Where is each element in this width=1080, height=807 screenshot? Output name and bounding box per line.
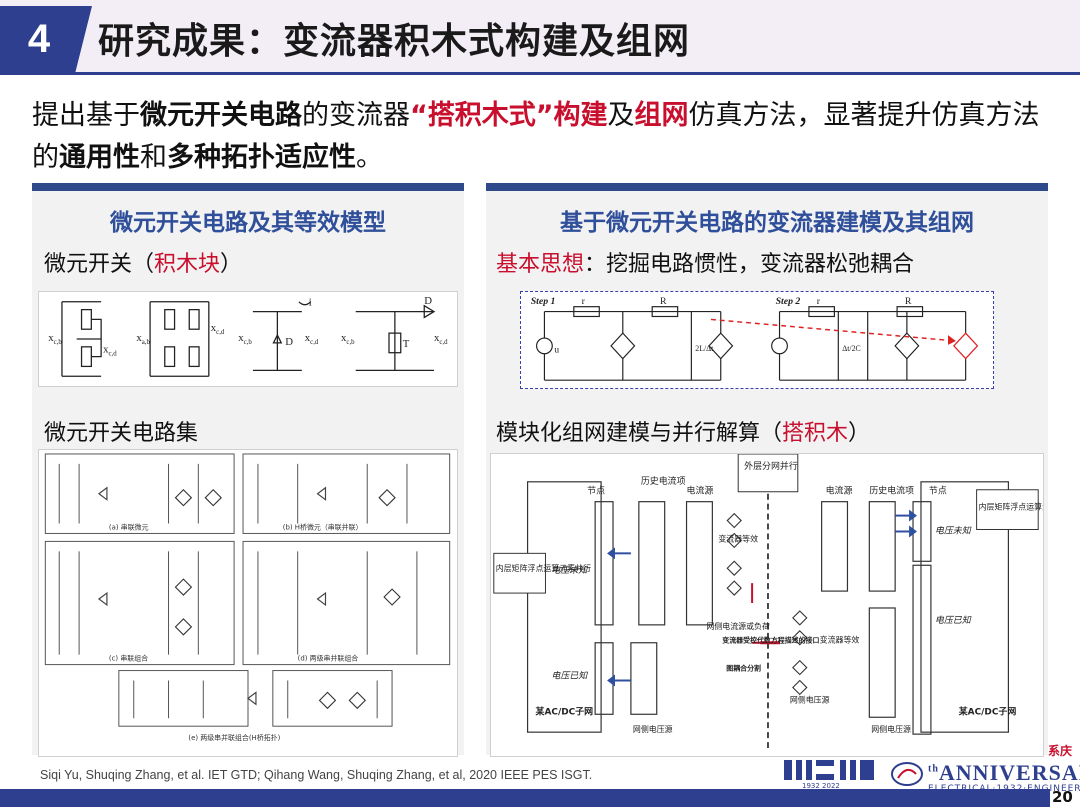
outer-parallel-label: 外层分网并行 <box>744 460 798 472</box>
micro-switch-diagram: xc,b xc,d xa,b xc,d xc,b D i xc,d xc,b T… <box>48 295 448 377</box>
svg-text:电压未知: 电压未知 <box>551 565 588 576</box>
svg-text:电流源: 电流源 <box>826 485 853 497</box>
caption-c: (c) 串联组合 <box>109 654 148 663</box>
svg-text:r: r <box>582 296 586 307</box>
svg-text:变流器等效: 变流器等效 <box>820 635 860 645</box>
svg-text:xc,d: xc,d <box>305 332 319 346</box>
caption-d: (d) 两级串并联组合 <box>298 654 359 663</box>
intro-keyword: 微元开关电路 <box>140 100 302 131</box>
svg-text:电流源: 电流源 <box>687 485 714 497</box>
slide-title: 研究成果：变流器积木式构建及组网 <box>98 21 691 62</box>
circuit-set-figure: (a) 串联微元 (b) H桥微元（串联并联） (c) 串联组合 (d) 两级串… <box>38 449 458 757</box>
step-circuit-figure: Step 1 Step 2 r R r R u 2L/Δt Δt/2C <box>520 291 994 389</box>
intro-text: 。 <box>356 142 383 173</box>
left-panel-title: 微元开关电路及其等效模型 <box>110 210 386 236</box>
svg-text:D: D <box>285 336 293 348</box>
bottom-bar <box>0 789 1050 807</box>
intro-text: 仿真方法，显著提升仿真方法的 <box>32 100 1040 173</box>
svg-text:u: u <box>554 345 559 356</box>
svg-text:2L/Δt: 2L/Δt <box>695 344 714 353</box>
intro-keyword-red: “搭积木式” <box>410 100 554 131</box>
svg-text:电压已知: 电压已知 <box>551 671 588 682</box>
intro-keyword-red: 组网 <box>634 100 689 131</box>
svg-text:图耦合分割: 图耦合分割 <box>726 664 761 673</box>
svg-text:电压已知: 电压已知 <box>935 615 972 626</box>
network-model-figure: 外层分网并行 历史电流项 电流源 节点 电压未知 电压已知 变流器等效 网侧电流… <box>490 453 1044 757</box>
slide-header: 4 研究成果：变流器积木式构建及组网 <box>0 0 1080 75</box>
label-xcb: xc,b <box>48 332 62 346</box>
section-number-tab: 4 <box>0 6 92 72</box>
right-panel-title: 基于微元开关电路的变流器建模及其组网 <box>560 210 974 236</box>
svg-text:电压未知: 电压未知 <box>935 525 972 536</box>
caption-e: (e) 两级串并联组合(H桥拓扑) <box>188 733 280 742</box>
dept-fragment: 系庆 <box>1048 744 1073 758</box>
svg-text:网侧电流源或负荷: 网侧电流源或负荷 <box>706 621 770 631</box>
caption-a: (a) 串联微元 <box>109 522 149 531</box>
svg-text:网侧电压源: 网侧电压源 <box>633 724 673 734</box>
svg-text:r: r <box>817 296 821 307</box>
svg-text:R: R <box>905 296 912 307</box>
intro-statement: 提出基于微元开关电路的变流器“搭积木式”构建及组网仿真方法，显著提升仿真方法的通… <box>32 95 1062 179</box>
svg-text:T: T <box>403 338 410 350</box>
circuit-set-heading: 微元开关电路集 <box>44 421 199 446</box>
intro-text: 的变流器 <box>302 100 410 131</box>
anniversary-emblem-icon <box>890 760 924 788</box>
svg-text:历史电流项: 历史电流项 <box>869 485 914 497</box>
svg-text:节点: 节点 <box>587 486 605 497</box>
svg-text:xc,b: xc,b <box>341 332 355 346</box>
page-number: 20 <box>1052 788 1073 806</box>
svg-text:xc,d: xc,d <box>434 332 448 346</box>
network-model-diagram: 外层分网并行 历史电流项 电流源 节点 电压未知 电压已知 变流器等效 网侧电流… <box>493 454 1043 749</box>
modular-network-heading: 模块化组网建模与并行解算（搭积木） <box>496 421 871 446</box>
citation: Siqi Yu, Shuqing Zhang, et al. IET GTD; … <box>40 768 593 782</box>
anniversary-logo-graphic: 1932 2022 <box>780 756 880 790</box>
circuit-set-diagram: (a) 串联微元 (b) H桥微元（串联并联） (c) 串联组合 (d) 两级串… <box>44 453 451 742</box>
section-number: 4 <box>27 16 51 61</box>
intro-keyword-red: 构建 <box>553 100 608 131</box>
svg-text:网侧电压源: 网侧电压源 <box>871 724 911 734</box>
intro-text: 及 <box>607 100 635 131</box>
interface-label: 变流器受控代数方程描述的接口 <box>722 636 819 645</box>
micro-switch-heading: 微元开关（积木块） <box>44 252 243 277</box>
intro-text: 和 <box>140 142 167 173</box>
svg-text:D: D <box>424 295 432 307</box>
inner-parallel-label-right: 内层矩阵浮点运算元素并行 <box>979 502 1043 512</box>
svg-text:xa,b: xa,b <box>136 332 150 346</box>
step-circuit-diagram: Step 1 Step 2 r R r R u 2L/Δt Δt/2C <box>531 296 979 381</box>
svg-text:xc,b: xc,b <box>238 332 252 346</box>
svg-text:R: R <box>660 296 667 307</box>
svg-text:xc,d: xc,d <box>103 344 117 358</box>
step2-label: Step 2 <box>776 296 801 307</box>
caption-b: (b) H桥微元（串联并联） <box>283 522 363 531</box>
subnet-label-left: 某AC/DC子网 <box>536 705 594 717</box>
inner-parallel-label-left: 内层矩阵浮点运算元素并行 <box>496 563 591 573</box>
intro-text: 提出基于 <box>32 100 140 131</box>
micro-switch-figure: xc,b xc,d xa,b xc,d xc,b D i xc,d xc,b T… <box>38 291 458 387</box>
basic-idea-heading: 基本思想：挖掘电路惯性，变流器松弛耦合 <box>496 252 915 277</box>
header-divider <box>0 72 1080 75</box>
intro-keyword: 通用性 <box>59 142 140 173</box>
left-panel: 微元开关电路及其等效模型 微元开关（积木块） <box>32 183 464 757</box>
svg-text:xc,d: xc,d <box>211 322 225 336</box>
svg-text:节点: 节点 <box>929 486 947 497</box>
svg-text:网侧电压源: 网侧电压源 <box>790 694 830 704</box>
hist-current-label: 历史电流项 <box>641 475 686 487</box>
logo-years: 1932 2022 <box>802 782 840 790</box>
svg-text:Δt/2C: Δt/2C <box>842 344 861 353</box>
right-panel: 基于微元开关电路的变流器建模及其组网 基本思想：挖掘电路惯性，变流器松弛耦合 <box>486 183 1048 757</box>
step1-label: Step 1 <box>531 296 556 307</box>
svg-text:变流器等效: 变流器等效 <box>718 533 758 543</box>
subnet-label-right: 某AC/DC子网 <box>959 705 1017 717</box>
svg-text:i: i <box>309 297 312 309</box>
anniversary-label: ANNIVERSARY <box>938 760 1080 785</box>
intro-keyword: 多种拓扑适应性 <box>167 142 356 173</box>
